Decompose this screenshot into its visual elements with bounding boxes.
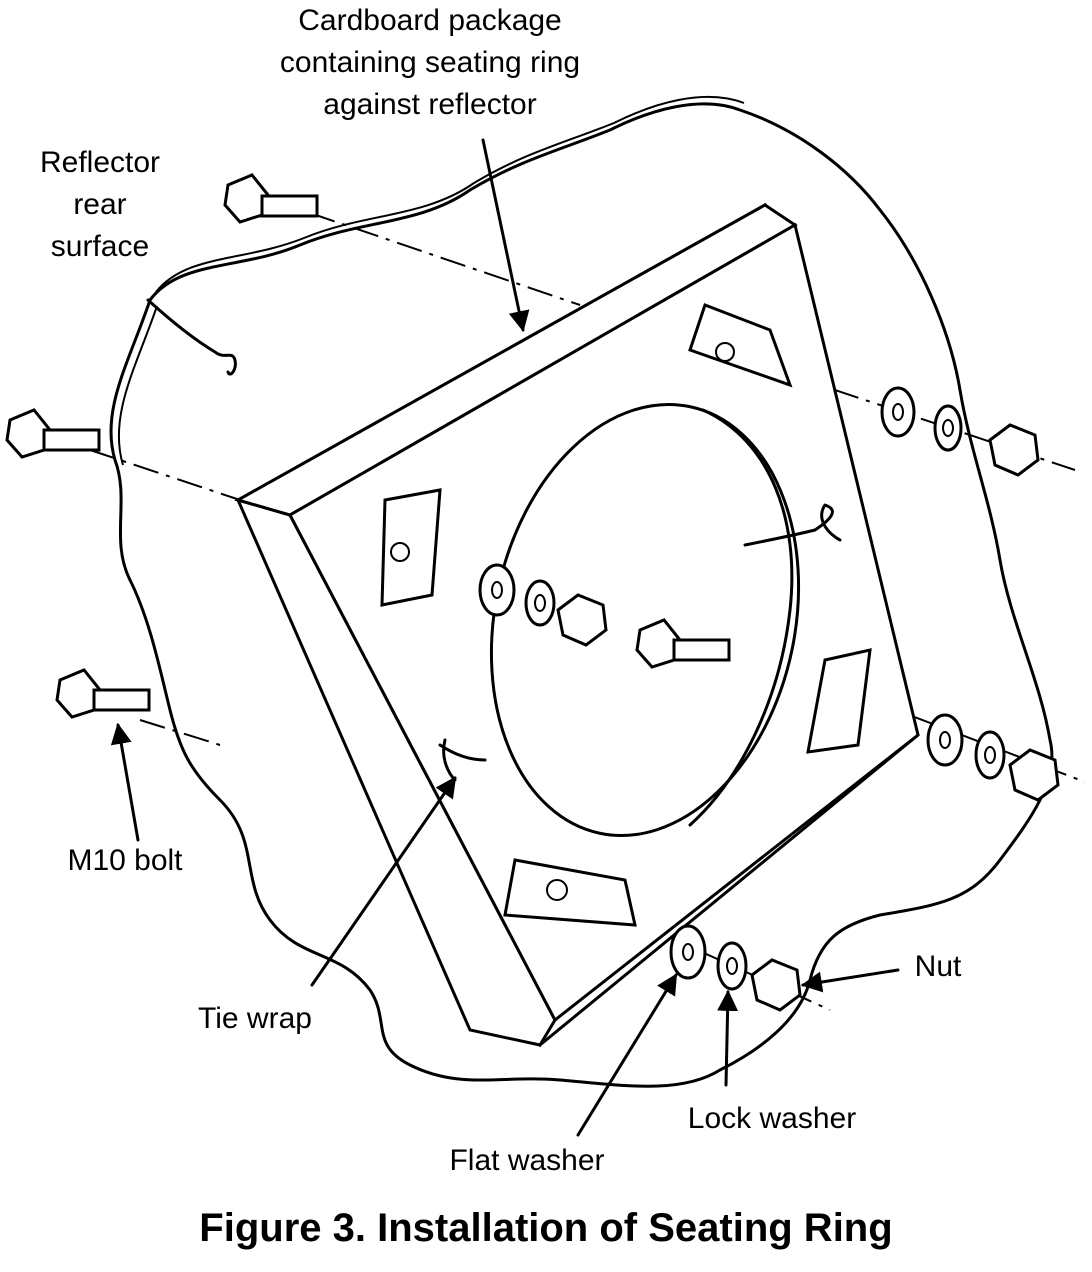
tie-wrap-right xyxy=(743,503,842,547)
leader-m10 xyxy=(110,722,140,842)
flat-washer-left xyxy=(478,563,516,617)
slot-right xyxy=(806,648,872,754)
lock-washer-bottom xyxy=(716,941,748,991)
nut-top xyxy=(988,423,1040,477)
leader-nut xyxy=(800,968,900,993)
bolt-m10 xyxy=(55,668,151,719)
lock-washer-left xyxy=(524,579,556,627)
leader-flat-washer xyxy=(576,973,678,1137)
bolt-top-left xyxy=(223,173,319,224)
reflector-outline xyxy=(109,102,1054,1088)
leader-lock-washer xyxy=(717,989,739,1087)
label-m10-bolt: M10 bolt xyxy=(67,844,183,877)
bolt-left xyxy=(5,408,101,459)
label-nut: Nut xyxy=(914,950,962,983)
label-lock-washer: Lock washer xyxy=(687,1102,857,1135)
slot-bottom xyxy=(503,858,637,927)
nut-bottom xyxy=(750,958,802,1012)
nut-right xyxy=(1008,748,1060,802)
flat-washer-top xyxy=(880,386,916,438)
label-cardboard-package: Cardboard package containing seating rin… xyxy=(279,4,581,121)
flat-washer-bottom xyxy=(669,924,707,980)
label-reflector-rear-surface: Reflector rear surface xyxy=(39,146,161,263)
nut-left xyxy=(556,593,608,647)
label-tie-wrap: Tie wrap xyxy=(198,1002,312,1035)
flat-washer-right xyxy=(926,713,964,767)
lock-washer-right xyxy=(974,730,1006,780)
slot-top-right xyxy=(688,303,793,388)
lock-washer-top xyxy=(933,404,963,452)
figure-caption: Figure 3. Installation of Seating Ring xyxy=(199,1206,893,1250)
leader-tie-wrap xyxy=(310,776,457,987)
label-flat-washer: Flat washer xyxy=(449,1144,605,1177)
bolt-center xyxy=(635,618,731,669)
slot-left xyxy=(380,488,442,607)
leader-cardboard xyxy=(481,138,530,333)
leader-reflector xyxy=(146,298,237,376)
